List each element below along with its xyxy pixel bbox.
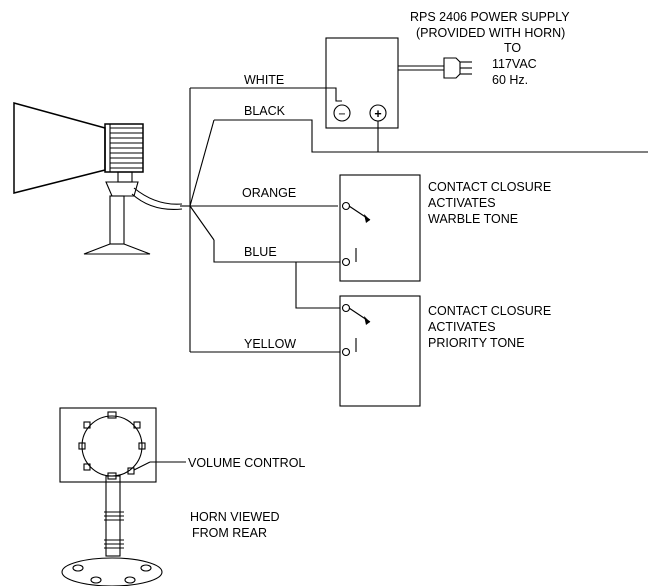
rear-caption-line1: HORN VIEWED [190,510,280,524]
warble-contact-bottom [341,257,351,267]
priority-line2: ACTIVATES [428,320,496,334]
horn-rear-view [59,407,186,586]
warble-line2: ACTIVATES [428,196,496,210]
power-supply-subtitle: (PROVIDED WITH HORN) [416,26,565,40]
horn-side-view [13,102,183,255]
wire-black: BLACK [214,104,648,153]
plug-icon [443,57,461,79]
wire-white: WHITE [190,73,342,102]
power-supply-title: RPS 2406 POWER SUPPLY [410,10,570,24]
power-supply-box [325,37,399,129]
power-supply-to: TO [504,41,521,55]
wire-yellow: YELLOW [190,337,340,353]
horn-cable-upper [133,187,183,205]
power-supply-frequency: 60 Hz. [492,73,528,87]
priority-line1: CONTACT CLOSURE [428,304,551,318]
priority-contact-top [341,303,351,313]
wire-fan [180,88,338,352]
horn-foot [83,243,151,255]
wire-blue: BLUE [213,240,340,309]
power-supply-voltage: 117VAC [492,57,537,71]
wire-yellow-label: YELLOW [244,337,296,351]
contact-box-priority-frame [339,295,421,407]
priority-contact-bottom [341,347,351,357]
wire-black-label: BLACK [244,104,286,118]
positive-symbol: + [374,107,381,121]
volume-control-label: VOLUME CONTROL [188,456,305,470]
rear-driver-ring [81,415,143,477]
rear-caption-line2: FROM REAR [192,526,267,540]
contact-box-warble-frame [339,174,421,282]
warble-contact-top [341,201,351,211]
rear-base-plate [61,557,163,586]
wire-orange-label: ORANGE [242,186,296,200]
horn-bracket [105,181,139,197]
negative-terminal [333,104,351,122]
horn-cable-lower [131,193,183,210]
rear-housing [59,407,157,483]
horn-stand [109,195,125,245]
wire-orange: ORANGE [242,186,296,200]
contact-box-warble [339,174,421,282]
wire-blue-label: BLUE [244,245,277,259]
negative-symbol: − [338,107,345,121]
power-supply: − + [325,37,472,152]
warble-line3: WARBLE TONE [428,212,518,226]
priority-line3: PRIORITY TONE [428,336,525,350]
horn-bell [13,102,106,194]
contact-box-priority [339,295,421,407]
warble-line1: CONTACT CLOSURE [428,180,551,194]
wire-white-label: WHITE [244,73,284,87]
volume-control-knob [127,467,135,475]
